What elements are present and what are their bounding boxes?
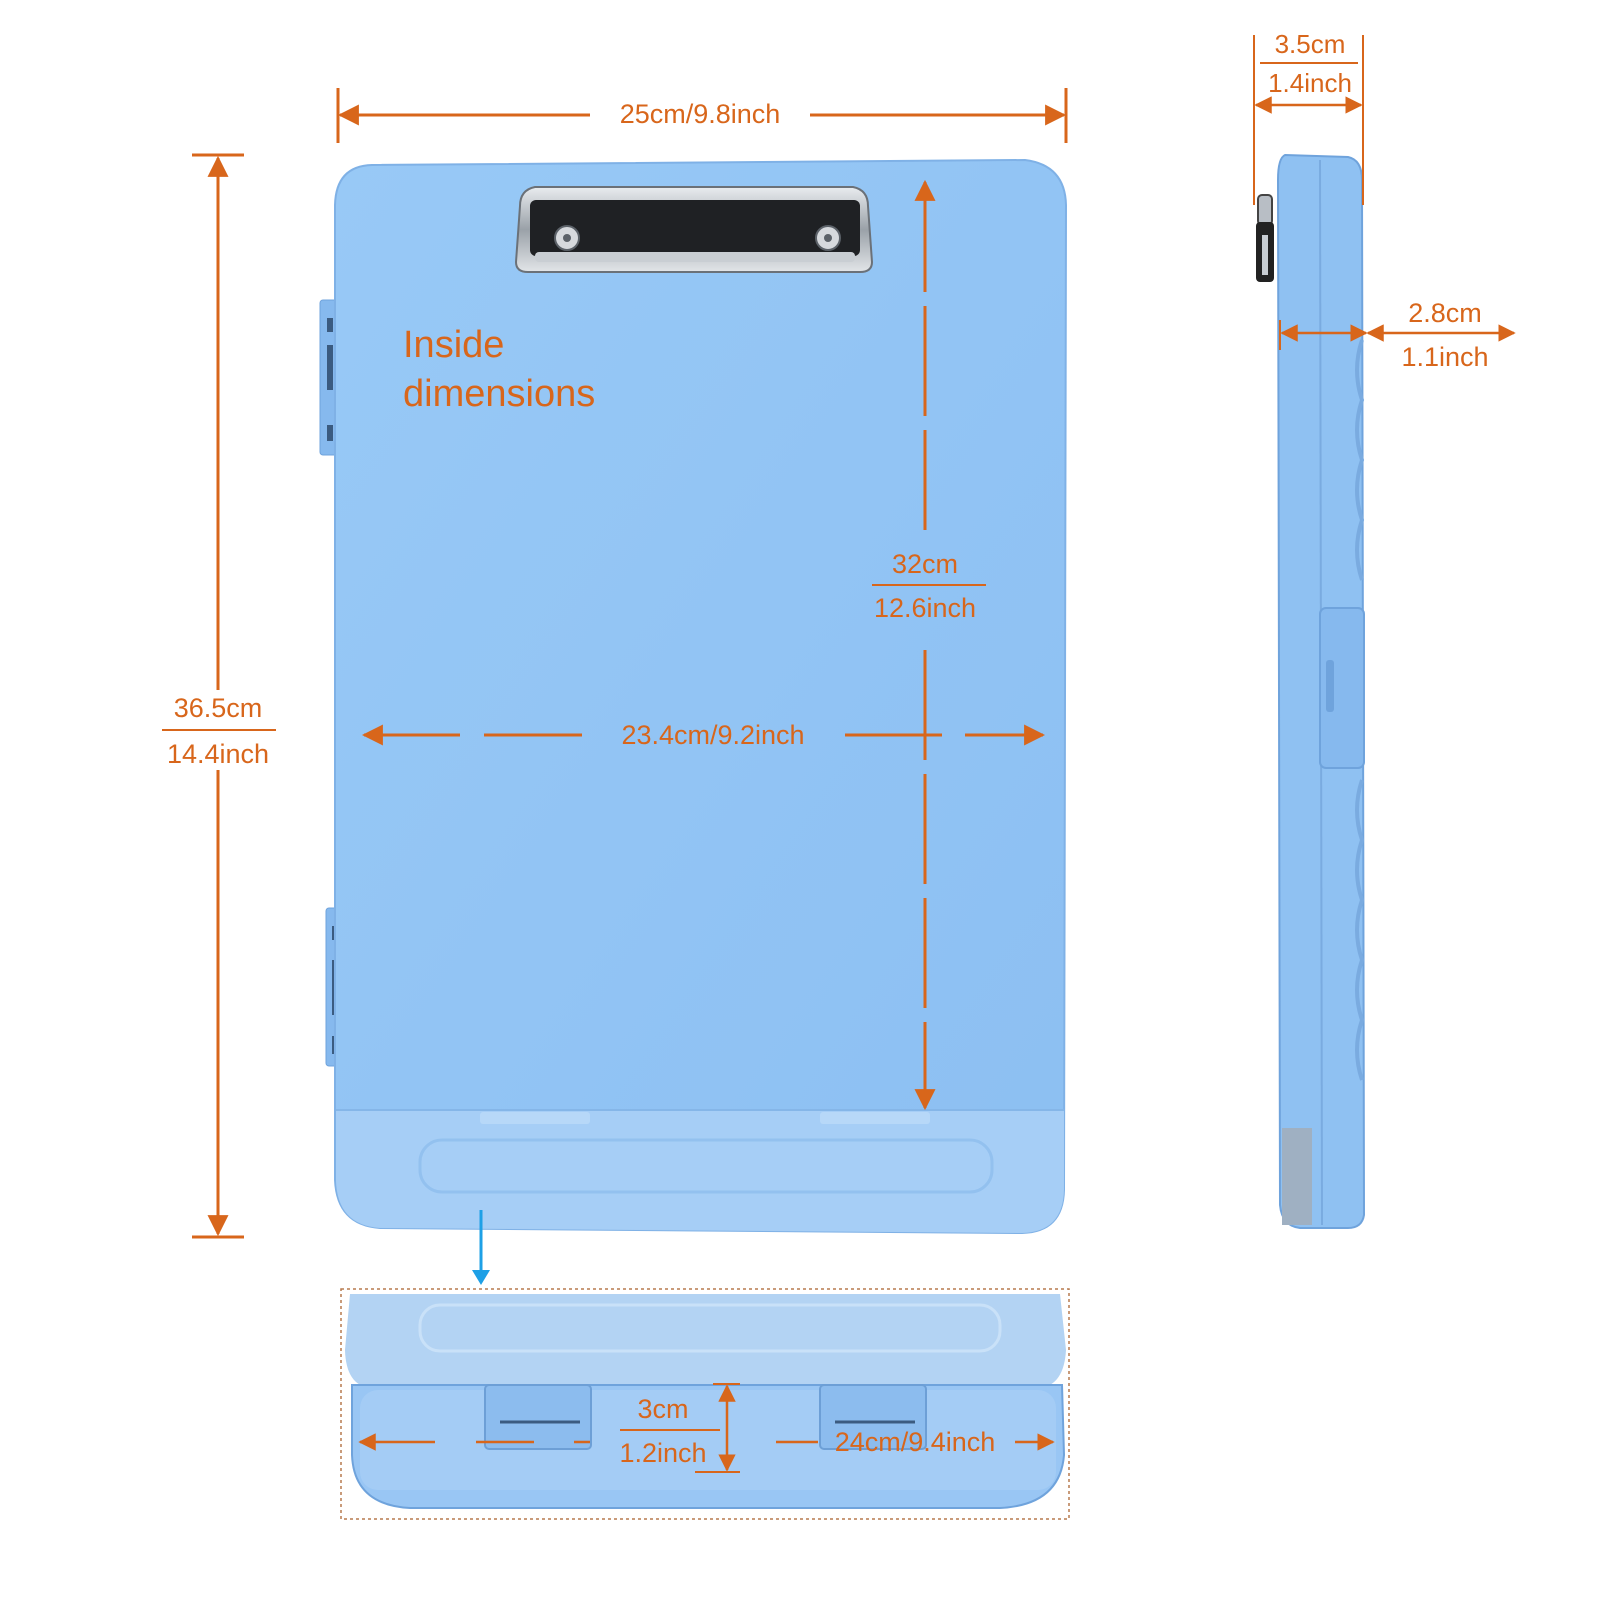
side-latch [1319, 607, 1365, 769]
side-outer-depth-inch: 1.4inch [1268, 68, 1352, 98]
tray-width-label: 24cm/9.4inch [835, 1427, 996, 1457]
outer-width-label: 25cm/9.8inch [620, 99, 781, 129]
inside-height-cm: 32cm [892, 549, 958, 579]
metal-clip-icon [514, 186, 874, 273]
outer-height-inch: 14.4inch [167, 739, 269, 769]
outer-height-cm: 36.5cm [174, 693, 263, 723]
side-inside-depth-cm: 2.8cm [1408, 298, 1482, 328]
inside-width-dimension: 23.4cm/9.2inch [361, 720, 1046, 750]
inside-dimensions-line2: dimensions [403, 373, 595, 415]
clipboard-case-front [319, 158, 1068, 1235]
inside-height-dimension: 32cm 12.6inch [872, 179, 986, 1111]
tray-depth-dimension: 3cm 1.2inch [619, 1383, 740, 1473]
side-inside-depth-dimension: 2.8cm 1.1inch [1279, 298, 1516, 372]
inside-width-label: 23.4cm/9.2inch [621, 720, 804, 750]
pencil-tray-front [336, 1110, 1064, 1233]
clipboard-case-side [1256, 153, 1366, 1229]
side-outer-depth-cm: 3.5cm [1275, 29, 1346, 59]
clip-side-icon [1256, 194, 1274, 282]
side-inside-depth-inch: 1.1inch [1401, 342, 1488, 372]
tray-depth-inch: 1.2inch [619, 1438, 706, 1468]
tray-depth-cm: 3cm [637, 1394, 688, 1424]
inside-dimensions-line1: Inside [403, 324, 504, 366]
side-outer-depth-dimension: 3.5cm 1.4inch [1253, 29, 1364, 205]
outer-height-dimension: 36.5cm 14.4inch [162, 153, 276, 1239]
down-arrow-icon [472, 1210, 490, 1285]
case-body [334, 158, 1068, 1235]
inside-height-inch: 12.6inch [874, 593, 976, 623]
pencil-tray-detail [340, 1288, 1070, 1520]
outer-width-dimension: 25cm/9.8inch [336, 88, 1068, 143]
tray-width-dimension: 24cm/9.4inch [358, 1427, 1055, 1457]
